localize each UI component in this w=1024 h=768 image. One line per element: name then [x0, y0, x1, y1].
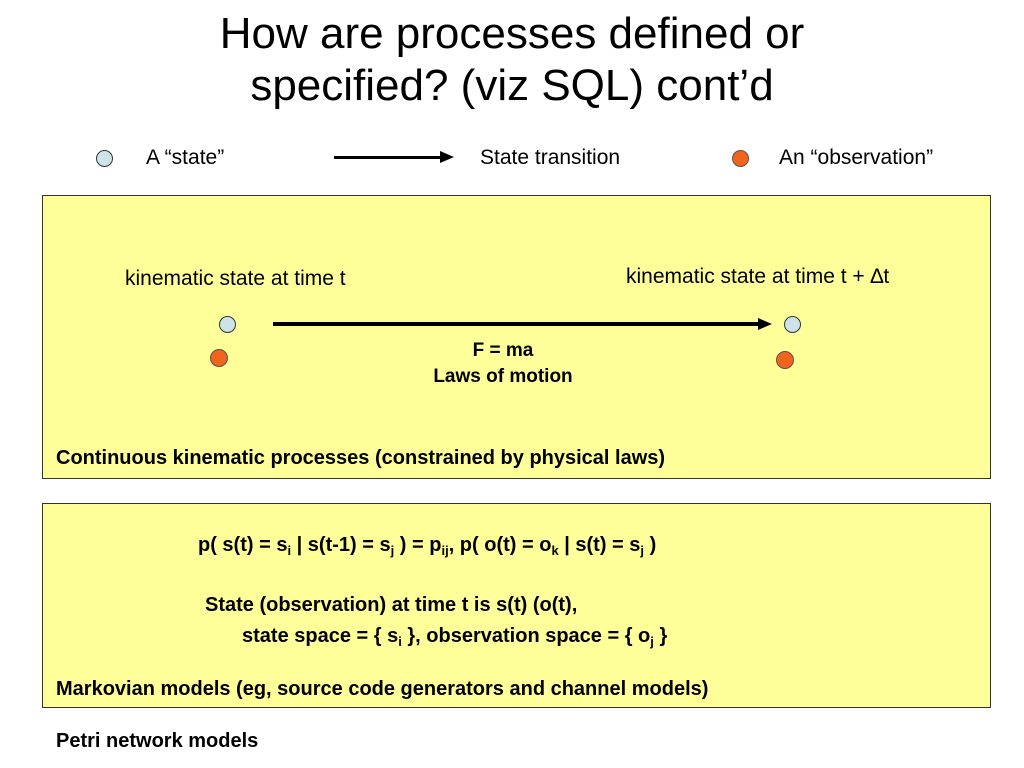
legend-transition-label: State transition — [480, 146, 621, 169]
slide-title: How are processes defined or specified? … — [0, 8, 1024, 112]
equation-f-ma: F = ma — [472, 340, 534, 361]
legend-state-label: A “state” — [146, 146, 225, 169]
delta-symbol: ∆ — [870, 265, 884, 288]
state-dot-t-icon — [219, 316, 236, 333]
continuous-process-box: kinematic state at time t kinematic stat… — [42, 195, 991, 479]
legend-transition-arrowhead-icon — [440, 151, 454, 163]
state-space-definition: state space = { si }, observation space … — [242, 625, 668, 649]
petri-network-models-label: Petri network models — [56, 730, 259, 752]
transition-arrow-line — [273, 322, 760, 326]
legend-state-dot-icon — [96, 150, 113, 167]
kinematic-state-t-plus-dt-label: kinematic state at time t + ∆t — [626, 265, 890, 288]
laws-of-motion: Laws of motion — [433, 366, 573, 387]
legend-transition-arrow-line — [334, 156, 442, 159]
legend-observation-dot-icon — [732, 150, 749, 167]
transition-probability-formula: p( s(t) = si | s(t-1) = sj ) = pij, p( o… — [198, 534, 657, 558]
markov-model-box: p( s(t) = si | s(t-1) = sj ) = pij, p( o… — [42, 503, 991, 708]
markov-box-caption: Markovian models (eg, source code genera… — [56, 678, 709, 700]
law-text: F = ma Laws of motion — [403, 338, 603, 390]
observation-dot-t-plus-dt-icon — [776, 351, 794, 369]
slide-title-line-1: How are processes defined or — [219, 9, 805, 58]
continuous-box-caption: Continuous kinematic processes (constrai… — [56, 447, 666, 469]
observation-dot-t-icon — [210, 349, 228, 367]
legend-observation-label: An “observation” — [779, 146, 934, 169]
state-dot-t-plus-dt-icon — [784, 316, 801, 333]
transition-arrowhead-icon — [758, 318, 772, 330]
kinematic-state-t-label: kinematic state at time t — [125, 267, 346, 290]
state-observation-definition: State (observation) at time t is s(t) (o… — [205, 594, 578, 616]
slide-title-line-2: specified? (viz SQL) cont’d — [250, 61, 774, 110]
